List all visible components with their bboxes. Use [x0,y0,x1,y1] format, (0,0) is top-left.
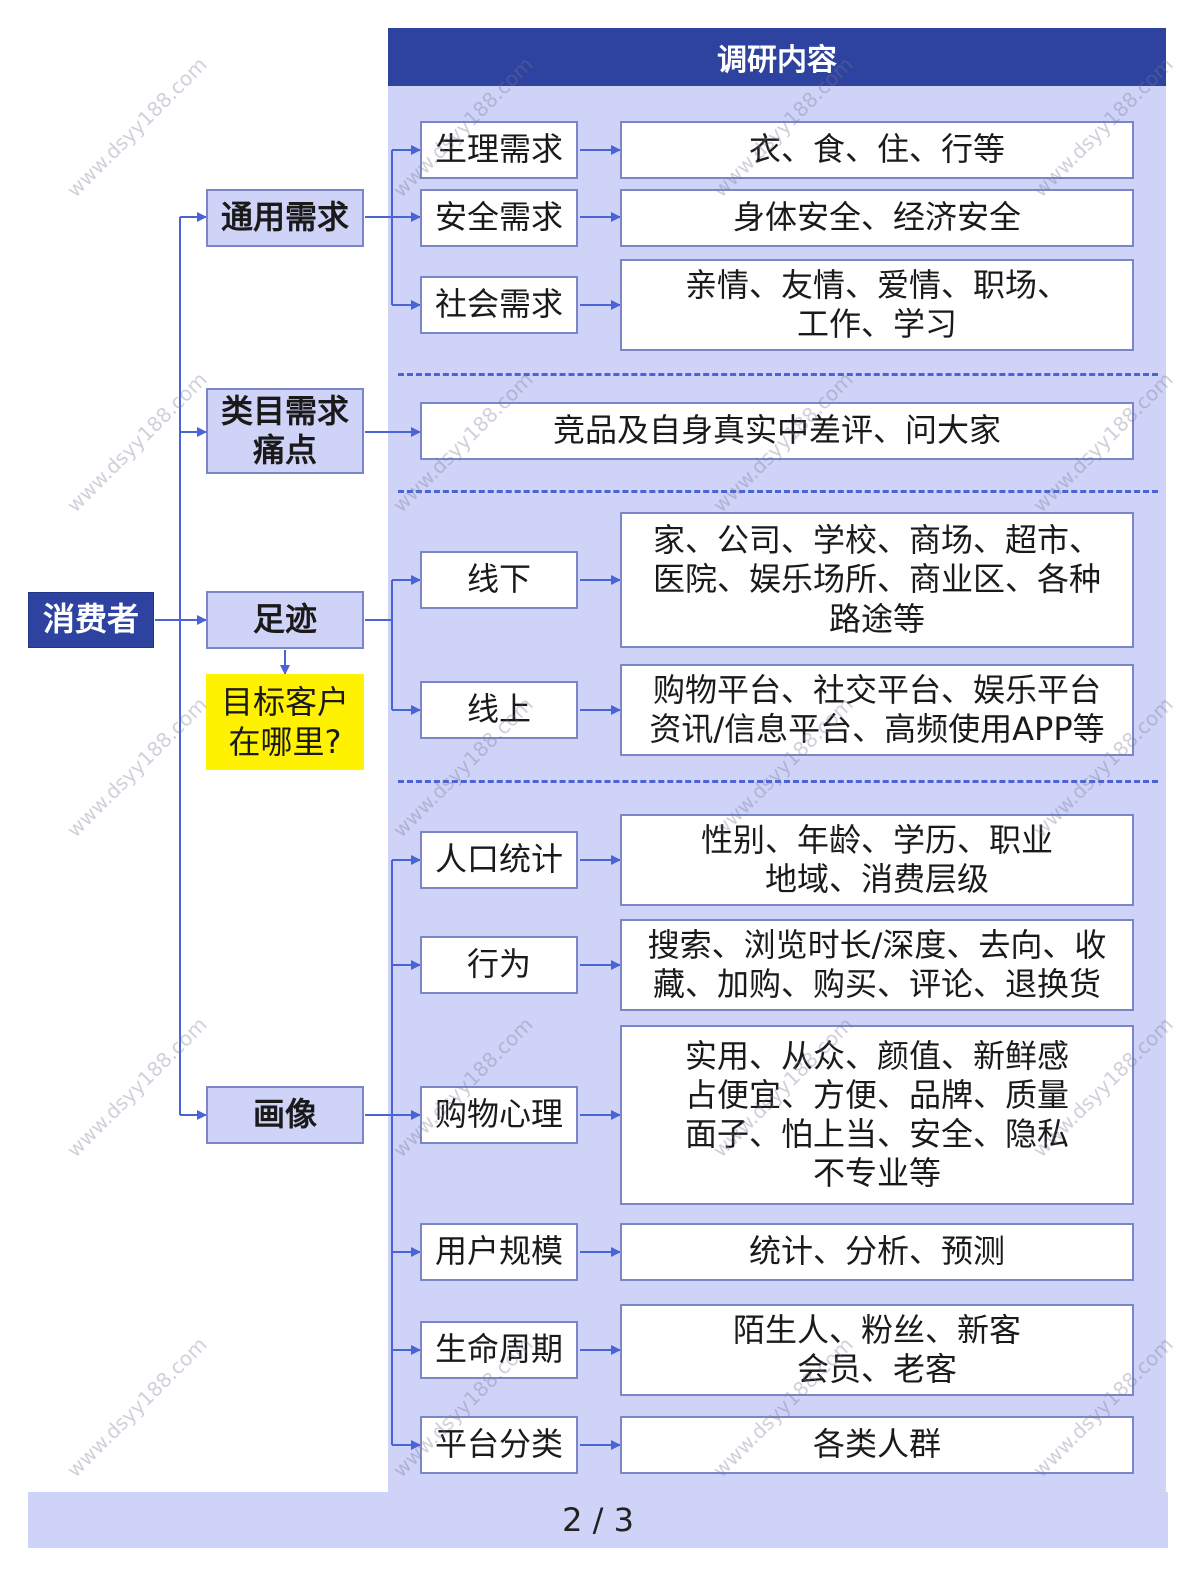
node-footprint: 足迹 [206,591,364,649]
page-indicator: 2 / 3 [28,1492,1168,1548]
detail-platform-category: 各类人群 [620,1416,1134,1474]
note-target-customer-question: 目标客户 在哪里? [206,674,364,770]
detail-online: 购物平台、社交平台、娱乐平台 资讯/信息平台、高频使用APP等 [620,664,1134,756]
detail-lifecycle: 陌生人、粉丝、新客 会员、老客 [620,1304,1134,1396]
detail-shopping-psychology: 实用、从众、颜值、新鲜感 占便宜、方便、品牌、质量 面子、怕上当、安全、隐私 不… [620,1025,1134,1205]
node-user-scale: 用户规模 [420,1223,578,1281]
detail-user-scale: 统计、分析、预测 [620,1223,1134,1281]
node-online: 线上 [420,681,578,739]
detail-demographics: 性别、年龄、学历、职业 地域、消费层级 [620,814,1134,906]
panel-title: 调研内容 [388,28,1166,86]
node-platform-category: 平台分类 [420,1416,578,1474]
node-safety-needs: 安全需求 [420,189,578,247]
root-node-consumer: 消费者 [28,592,154,648]
section-divider [398,490,1158,493]
node-behavior: 行为 [420,936,578,994]
detail-physiological-needs: 衣、食、住、行等 [620,121,1134,179]
node-demographics: 人口统计 [420,831,578,889]
node-social-needs: 社会需求 [420,276,578,334]
detail-offline: 家、公司、学校、商场、超市、 医院、娱乐场所、商业区、各种 路途等 [620,512,1134,648]
node-portrait: 画像 [206,1086,364,1144]
node-lifecycle: 生命周期 [420,1321,578,1379]
detail-social-needs: 亲情、友情、爱情、职场、 工作、学习 [620,259,1134,351]
node-offline: 线下 [420,551,578,609]
detail-safety-needs: 身体安全、经济安全 [620,189,1134,247]
section-divider [398,780,1158,783]
node-physiological-needs: 生理需求 [420,121,578,179]
section-divider [398,373,1158,376]
node-general-needs: 通用需求 [206,189,364,247]
node-category-pain-points: 类目需求 痛点 [206,388,364,474]
detail-behavior: 搜索、浏览时长/深度、去向、收 藏、加购、购买、评论、退换货 [620,919,1134,1011]
detail-category-pain-points: 竞品及自身真实中差评、问大家 [420,402,1134,460]
node-shopping-psychology: 购物心理 [420,1086,578,1144]
